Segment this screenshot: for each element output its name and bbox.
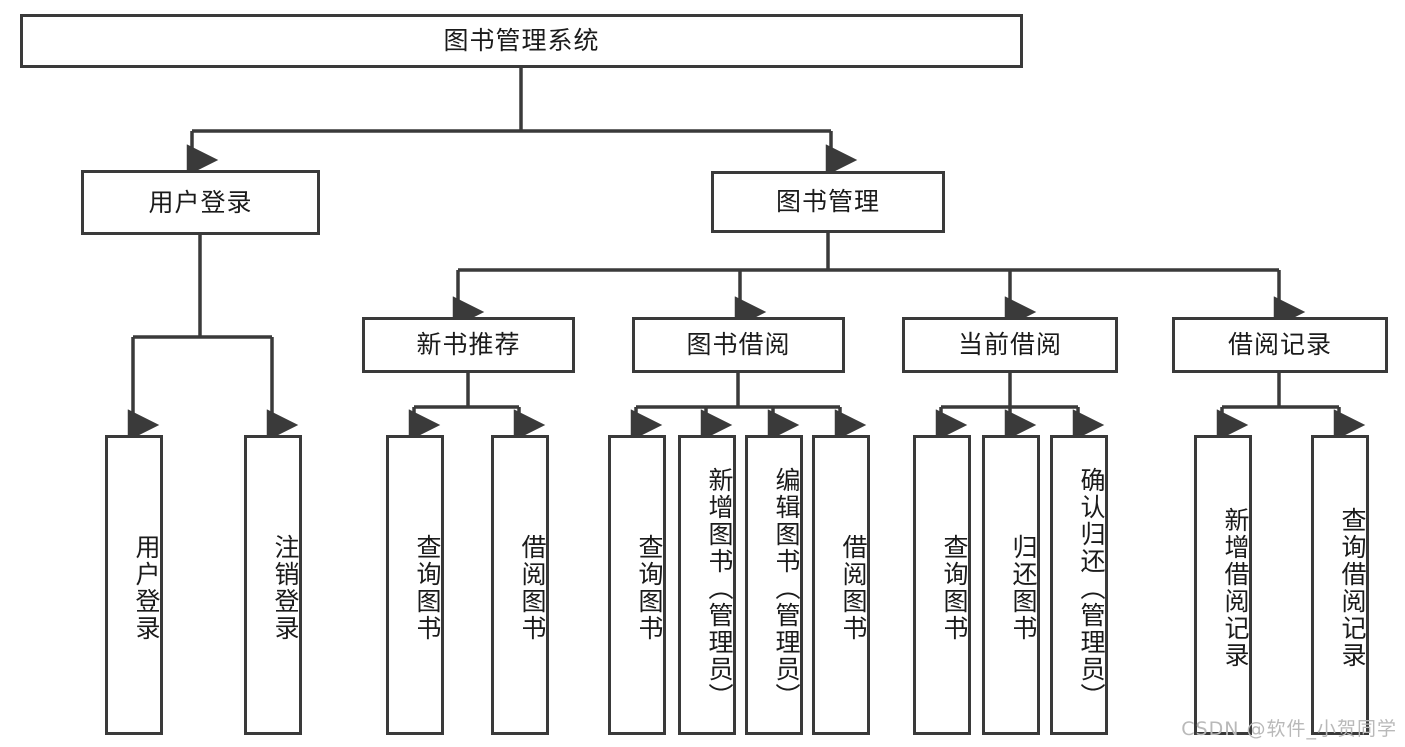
leaf-add-book-label: 新增图书（管理员） [705,466,734,710]
leaf-query-book-2[interactable]: 查询图书 [608,435,666,735]
node-user-login[interactable]: 用户登录 [81,170,320,235]
leaf-query-record-label: 查询借阅记录 [1338,507,1367,669]
leaf-query-book-2-label: 查询图书 [635,534,664,642]
leaf-user-login-label: 用户登录 [132,534,161,642]
csdn-watermark: CSDN @软件_小贺同学 [1181,718,1397,740]
node-root[interactable]: 图书管理系统 [20,14,1023,68]
leaf-edit-book[interactable]: 编辑图书（管理员） [745,435,803,735]
leaf-query-record[interactable]: 查询借阅记录 [1311,435,1369,735]
leaf-confirm-return-label: 确认归还（管理员） [1077,466,1106,710]
leaf-query-book-3-label: 查询图书 [940,534,969,642]
leaf-borrow-book-1-label: 借阅图书 [518,534,547,642]
leaf-query-book-1-label: 查询图书 [413,534,442,642]
leaf-user-logout[interactable]: 注销登录 [244,435,302,735]
leaf-user-login[interactable]: 用户登录 [105,435,163,735]
node-borrow-record[interactable]: 借阅记录 [1172,317,1388,373]
node-book-borrow-label: 图书借阅 [686,330,791,359]
leaf-edit-book-label: 编辑图书（管理员） [772,466,801,710]
leaf-query-book-3[interactable]: 查询图书 [913,435,971,735]
leaf-add-book[interactable]: 新增图书（管理员） [678,435,736,735]
node-book-management[interactable]: 图书管理 [711,171,945,233]
node-user-login-label: 用户登录 [148,187,253,217]
leaf-borrow-book-1[interactable]: 借阅图书 [491,435,549,735]
leaf-return-book-label: 归还图书 [1009,534,1038,642]
leaf-borrow-book-2[interactable]: 借阅图书 [812,435,870,735]
node-borrow-record-label: 借阅记录 [1227,330,1332,359]
leaf-borrow-book-2-label: 借阅图书 [839,534,868,642]
node-new-book-recommend[interactable]: 新书推荐 [362,317,575,373]
node-book-borrow[interactable]: 图书借阅 [632,317,845,373]
node-root-label: 图书管理系统 [443,26,600,55]
leaf-add-record[interactable]: 新增借阅记录 [1194,435,1252,735]
leaf-confirm-return[interactable]: 确认归还（管理员） [1050,435,1108,735]
leaf-query-book-1[interactable]: 查询图书 [386,435,444,735]
node-current-borrow-label: 当前借阅 [957,330,1062,359]
node-current-borrow[interactable]: 当前借阅 [902,317,1118,373]
node-book-management-label: 图书管理 [775,187,880,216]
leaf-return-book[interactable]: 归还图书 [982,435,1040,735]
leaf-add-record-label: 新增借阅记录 [1221,507,1250,669]
leaf-user-logout-label: 注销登录 [271,534,300,642]
node-new-book-recommend-label: 新书推荐 [416,330,521,359]
